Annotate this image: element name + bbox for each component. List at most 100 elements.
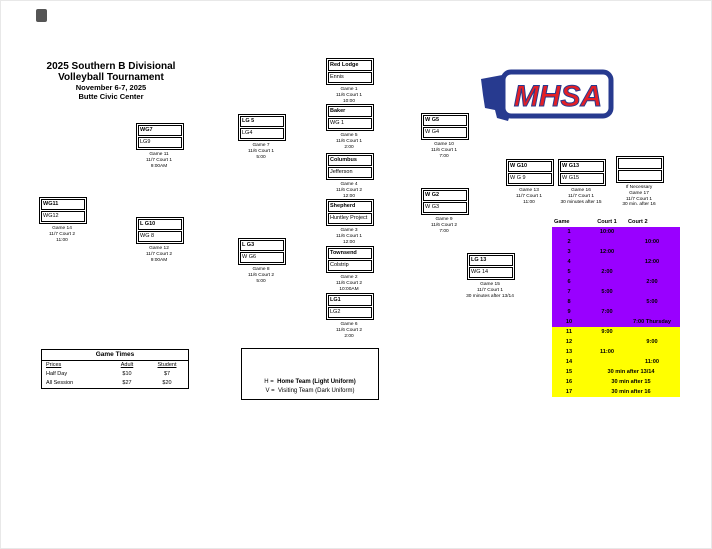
game-note: 11/6 Court 1: [247, 148, 275, 154]
schedule-game-number: 7: [567, 289, 571, 295]
team-name: W G6: [240, 252, 284, 263]
game-note: 11/7 Court 1: [515, 193, 543, 199]
game-note: 9:00AM: [150, 257, 168, 263]
game-note: 30 min. after 16: [622, 202, 656, 208]
game-note: 9:00AM: [150, 163, 168, 169]
game-note: Game 12: [149, 246, 169, 251]
team-name: W G4: [423, 127, 467, 138]
game-note: 12:00: [342, 193, 355, 199]
team-name: W G2: [423, 190, 467, 201]
game-note: Game 8: [252, 267, 270, 272]
schedule-court1-time: 11:00: [600, 349, 614, 355]
game-note: 12:00: [342, 239, 355, 245]
schedule-game-number: 17: [565, 389, 573, 395]
game-note: 30 minutes after 15: [560, 199, 602, 205]
schedule-game-number: 9: [567, 309, 571, 315]
game-note: Game 1: [340, 87, 358, 92]
game-note: 11/6 Court 1: [430, 147, 458, 153]
schedule-time-note: 30 min after 15: [611, 379, 651, 385]
price-adult: $10: [122, 371, 132, 377]
schedule-court1-time: [586, 277, 628, 287]
team-name: W G13: [560, 161, 604, 172]
game-note: Game 15: [480, 282, 500, 287]
tournament-dates: November 6-7, 2025: [75, 83, 147, 92]
schedule-court2-time: 10:00: [644, 239, 660, 245]
schedule-court1-time: [586, 317, 628, 327]
schedule-court2-time: 11:00: [645, 359, 659, 365]
team-name: W G5: [423, 115, 467, 126]
schedule-row-game-6: 6 2:00: [552, 277, 680, 287]
schedule-court2-time: 7:00 Thursday: [633, 319, 671, 325]
price-label: All Session: [46, 380, 74, 386]
game-note: 11/6 Court 2: [335, 187, 363, 193]
schedule-game-number: 5: [567, 269, 571, 275]
game-note: Game 4: [340, 182, 358, 187]
mhsa-logo-svg: MHSA: [481, 69, 614, 121]
game-note: Game 5: [340, 133, 358, 138]
team-name: Shepherd: [328, 201, 372, 212]
team-name: WG 14: [469, 267, 513, 278]
game-note: Game 6: [340, 322, 358, 327]
team-name: LG2: [328, 307, 372, 318]
game-note: 11/6 Court 2: [430, 222, 458, 228]
game-times-title: Game Times: [42, 350, 188, 361]
team-name: Huntley Project: [328, 213, 372, 224]
team-name: [618, 170, 662, 181]
game-times-row: All Session $27 $20: [42, 379, 188, 388]
game-note: Game 7: [252, 143, 270, 148]
schedule-game-number: 6: [567, 279, 571, 285]
team-name: W G 9: [508, 173, 552, 184]
price-student: $7: [163, 371, 171, 377]
game-note: 7:00: [439, 228, 449, 234]
game-note: Game 3: [340, 228, 358, 233]
schedule-court2-time: 9:00: [646, 339, 658, 345]
game-note: 11/6 Court 1: [335, 92, 363, 98]
schedule-court2-time: [628, 267, 676, 277]
schedule-game-number: 10: [565, 319, 573, 325]
schedule-court1-time: [586, 257, 628, 267]
game-note: 11/6 Court 2: [247, 272, 275, 278]
game-note: Game 14: [52, 226, 72, 231]
schedule-court2-time: [628, 287, 676, 297]
team-name: LG4: [240, 128, 284, 139]
game-times-table: Game Times Prices Adult Student Half Day…: [41, 349, 189, 389]
schedule-game-number: 4: [567, 259, 571, 265]
schedule-game-number: 15: [565, 369, 573, 375]
game-note: 11/7 Court 1: [145, 157, 173, 163]
game-note: 11:00: [56, 237, 68, 243]
schedule-court1-time: [586, 297, 628, 307]
uniform-legend-box: H = Home Team (Light Uniform) V = Visiti…: [241, 348, 379, 400]
game-times-header-row: Prices Adult Student: [42, 361, 188, 370]
corner-glyph-icon: [36, 9, 47, 22]
title-block: 2025 Southern B Divisional Volleyball To…: [29, 61, 193, 101]
team-name: LG9: [138, 137, 182, 148]
tournament-venue: Butte Civic Center: [78, 92, 144, 101]
schedule-court2-time: 2:00: [646, 279, 658, 285]
page-title-line1: 2025 Southern B Divisional: [46, 61, 176, 72]
schedule-game-number: 16: [565, 379, 573, 385]
legend-visitor: V = Visiting Team (Dark Uniform): [265, 387, 355, 394]
schedule-time-note: 30 min after 16: [611, 389, 651, 395]
game-note: 11/7 Court 2: [48, 231, 76, 237]
game-note: 11/6 Court 1: [335, 138, 363, 144]
game-note: 11/7 Court 1: [625, 196, 653, 202]
team-name: L G3: [240, 240, 284, 251]
team-name: L G10: [138, 219, 182, 230]
team-name: WG12: [41, 211, 85, 222]
game-note: 30 minutes after 13/14: [466, 293, 514, 299]
price-label: Half Day: [46, 371, 68, 377]
schedule-court1-time: 7:00: [601, 309, 613, 315]
